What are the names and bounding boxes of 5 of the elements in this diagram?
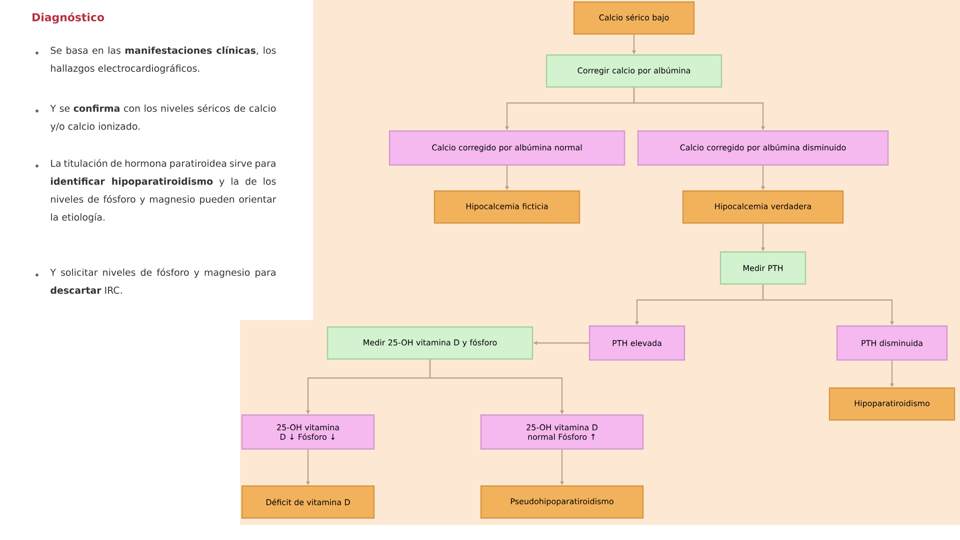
heading: Diagnóstico <box>32 12 104 24</box>
bullet-text: La titulación de hormona paratiroidea sirve para identificar hipoparatiroidismo y la de los niveles de fósforo y magnesio pueden orientar la etiología. <box>51 159 276 223</box>
bullet-text: Y solicitar niveles de fósforo y magnesio para descartar IRC. <box>50 268 276 294</box>
bullet-text: Se basa en las manifestaciones clínicas, los hallazgos electrocardiográficos. <box>50 46 276 74</box>
bullet-text: Y se confirma con los niveles séricos de calcio y/o calcio ionizado. <box>50 104 276 132</box>
